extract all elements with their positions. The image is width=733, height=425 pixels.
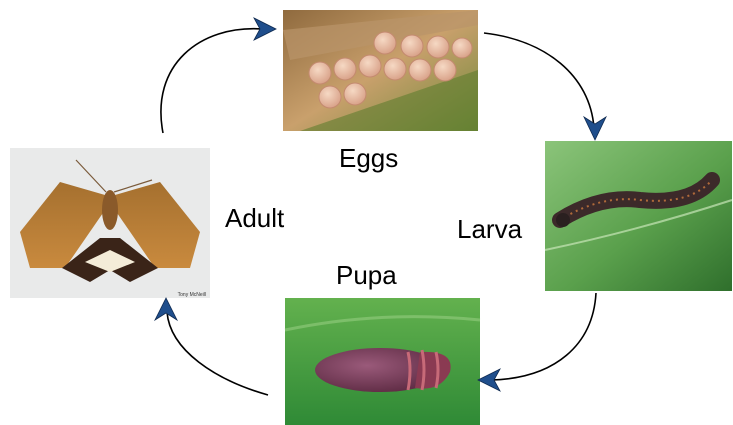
adult-image: Tony McNeill — [10, 148, 210, 298]
label-eggs: Eggs — [339, 145, 398, 171]
photo-credit-watermark: Tony McNeill — [178, 292, 206, 298]
larva-image — [545, 141, 732, 291]
label-pupa: Pupa — [336, 262, 397, 288]
arrow-eggs-to-larva — [484, 33, 594, 128]
arrowhead-larva-icon — [584, 117, 606, 140]
arrow-adult-to-eggs — [161, 29, 262, 133]
label-adult: Adult — [225, 205, 284, 231]
arrow-larva-to-pupa — [492, 293, 596, 380]
arrowhead-adult-icon — [155, 298, 177, 320]
pupa-image — [285, 298, 480, 425]
arrow-pupa-to-adult — [167, 312, 268, 395]
eggs-image — [283, 10, 478, 131]
label-larva: Larva — [457, 216, 522, 242]
